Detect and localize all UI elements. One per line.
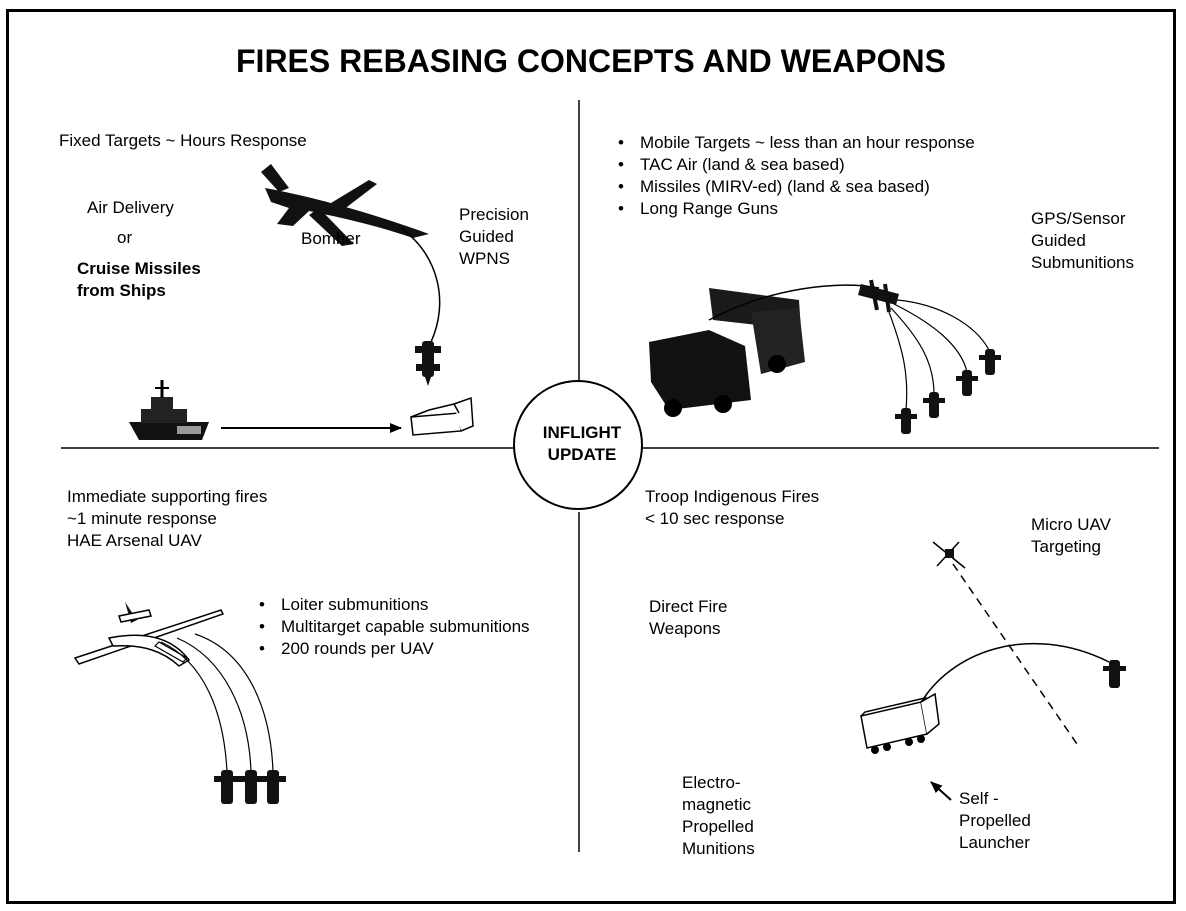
diagram-artwork: [61, 100, 1159, 852]
bomb-trajectory: [400, 227, 441, 343]
mobile-launcher-truck-icon: [649, 288, 805, 417]
cruise-missiles-label: Cruise Missiles from Ships: [77, 259, 201, 300]
list-item: Multitarget capable submunitions: [255, 616, 530, 638]
micro-uav-icon: [932, 541, 966, 569]
self-propelled-label: Self - Propelled Launcher: [959, 789, 1031, 852]
bomber-icon: [261, 164, 429, 246]
list-item: TAC Air (land & sea based): [614, 154, 975, 176]
arsenal-uav-icon: [73, 602, 225, 667]
or-label: or: [117, 228, 133, 247]
submunition-paths: [888, 299, 990, 411]
launcher-pointer-arrow: [930, 781, 952, 801]
uav-capabilities-list: Loiter submunitions Multitarget capable …: [255, 594, 530, 660]
direct-fire-label: Direct Fire Weapons: [649, 597, 728, 638]
slide-frame: FIRES REBASING CONCEPTS AND WEAPONS INFL…: [6, 9, 1176, 904]
inflight-update-circle: [513, 380, 643, 510]
fixed-targets-heading: Fixed Targets ~ Hours Response: [59, 131, 307, 150]
list-item: Loiter submunitions: [255, 594, 530, 616]
precision-munition-icon: [415, 341, 441, 386]
air-delivery-label: Air Delivery: [87, 198, 174, 217]
bus-munition-icon: [858, 279, 899, 313]
troop-fires-heading: Troop Indigenous Fires < 10 sec response: [645, 487, 820, 528]
list-item: Long Range Guns: [614, 198, 975, 220]
immediate-fires-heading: Immediate supporting fires ~1 minute res…: [67, 487, 268, 550]
mobile-targets-list: Mobile Targets ~ less than an hour respo…: [614, 132, 975, 220]
targeting-line: [952, 563, 1078, 745]
micro-uav-label: Micro UAV Targeting: [1031, 515, 1111, 556]
page-title: FIRES REBASING CONCEPTS AND WEAPONS: [236, 43, 946, 79]
fixed-target-building-icon: [410, 396, 474, 436]
electromagnetic-label: Electro- magnetic Propelled Munitions: [682, 773, 755, 858]
bomber-label: Bomber: [301, 229, 361, 248]
loiter-submunitions-icon: [214, 770, 286, 804]
guided-submunition-icon: [895, 349, 1001, 434]
projectile-trajectory: [918, 642, 1110, 707]
inflight-update-label: INFLIGHT UPDATE: [542, 423, 622, 464]
precision-guided-label: Precision Guided WPNS: [459, 205, 529, 268]
uav-submunition-paths: [160, 633, 274, 773]
gps-sensor-label: GPS/Sensor Guided Submunitions: [1031, 209, 1135, 272]
list-item: 200 rounds per UAV: [255, 638, 530, 660]
self-propelled-launcher-icon: [860, 692, 940, 754]
list-item: Mobile Targets ~ less than an hour respo…: [614, 132, 975, 154]
list-item: Missiles (MIRV-ed) (land & sea based): [614, 176, 975, 198]
warship-icon: [129, 380, 209, 440]
projectile-icon: [1103, 660, 1126, 688]
